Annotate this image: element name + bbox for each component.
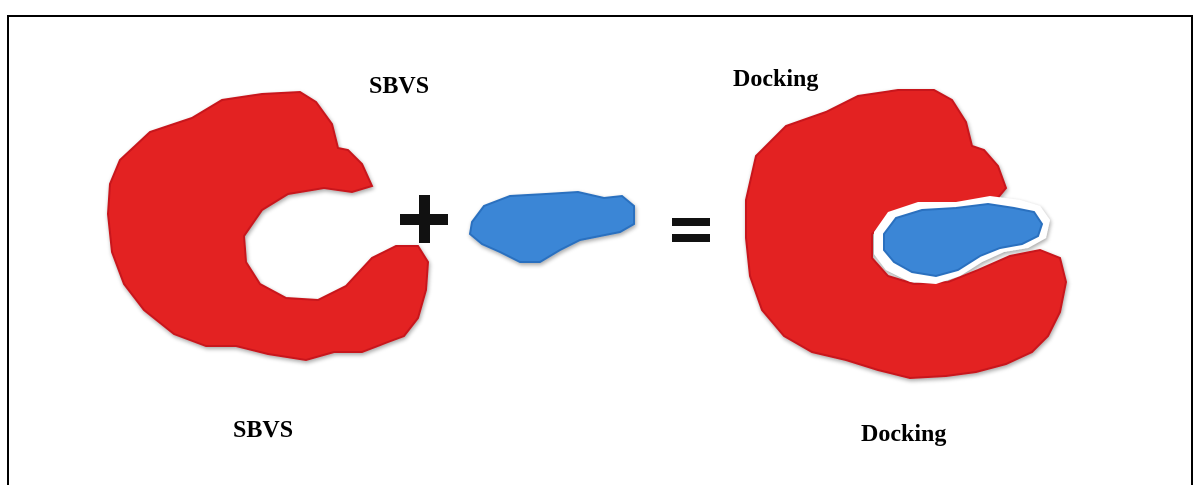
plus-icon [400,195,448,243]
receptor-protein-icon [106,90,430,362]
figure-frame [7,15,1193,485]
ligand-molecule-icon [468,190,635,263]
label-docking-top: Docking [733,66,819,92]
label-docking-bottom: Docking [861,421,947,447]
label-sbvs-top: SBVS [369,73,430,99]
equals-icon [672,218,710,242]
label-sbvs-bottom: SBVS [233,417,294,443]
receptor-ligand-complex-icon [745,89,1068,380]
